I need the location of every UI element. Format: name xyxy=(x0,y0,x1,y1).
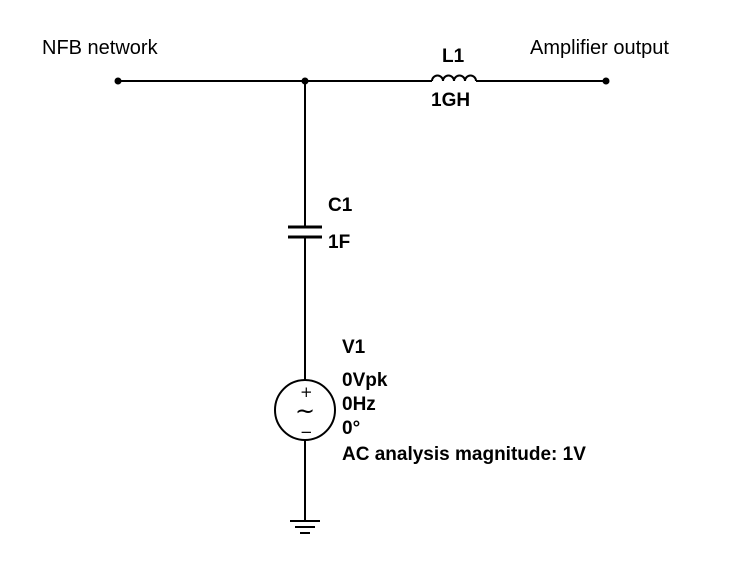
source-plus-sign: + xyxy=(300,383,313,401)
inductor-name: L1 xyxy=(442,46,465,67)
inductor-value: 1GH xyxy=(431,90,470,111)
inductor-coil-icon xyxy=(431,74,477,82)
capacitor-c1[interactable] xyxy=(288,225,322,239)
output-terminal-node[interactable] xyxy=(602,77,610,85)
capacitor-value: 1F xyxy=(328,232,350,253)
source-amplitude: 0Vpk xyxy=(342,370,388,391)
nfb-network-label: NFB network xyxy=(42,37,159,59)
amplifier-output-label: Amplifier output xyxy=(530,37,669,59)
nfb-terminal-node[interactable] xyxy=(114,77,122,85)
capacitor-name: C1 xyxy=(328,195,353,216)
source-ac-magnitude: AC analysis magnitude: 1V xyxy=(342,444,586,465)
inductor-l1[interactable] xyxy=(431,74,477,82)
ac-source-v1[interactable]: + ~ − xyxy=(274,379,336,441)
source-minus-sign: − xyxy=(300,423,313,441)
source-frequency: 0Hz xyxy=(342,394,376,415)
source-wave-icon: ~ xyxy=(295,397,315,425)
ground-icon xyxy=(290,520,320,534)
source-name: V1 xyxy=(342,337,366,358)
source-phase: 0° xyxy=(342,418,360,439)
